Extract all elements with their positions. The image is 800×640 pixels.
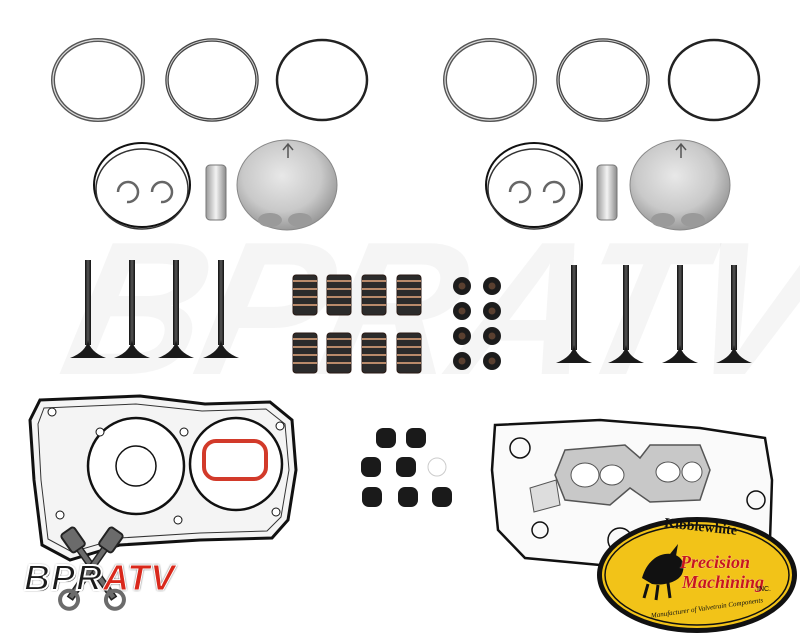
valve-spring	[396, 274, 422, 316]
head-gasket	[28, 394, 298, 562]
valve-seal	[362, 487, 382, 507]
wrist-pin-clip	[508, 180, 532, 204]
wrist-pin	[596, 164, 618, 221]
valve	[716, 265, 752, 363]
valve-seal	[483, 277, 501, 295]
piston-ring-set-left	[51, 38, 369, 122]
small-gasket	[529, 479, 561, 513]
valve-relief	[681, 213, 705, 227]
o-ring	[509, 437, 531, 459]
oil-passage-seal	[202, 439, 268, 481]
piston-ring	[667, 38, 761, 122]
o-ring	[531, 521, 549, 539]
bolt-hole	[179, 427, 189, 437]
valve-spring	[326, 332, 352, 374]
intake-valves-left	[70, 260, 239, 358]
valve	[70, 260, 106, 358]
valve-seal	[483, 327, 501, 345]
valve	[203, 260, 239, 358]
piston-ring	[166, 39, 258, 121]
piston	[236, 139, 338, 231]
logo-text-dark: BPR	[23, 556, 104, 599]
bolt-hole	[55, 510, 65, 520]
valve-spring	[326, 274, 352, 316]
exhaust-port	[570, 462, 600, 488]
valve	[114, 260, 150, 358]
piston-ring	[52, 39, 144, 121]
bolt-hole	[173, 515, 183, 525]
piston-assembly-right	[485, 139, 731, 231]
kibblewhite-badge	[597, 517, 797, 633]
piston-arrow-mark	[282, 142, 294, 158]
badge-machining: Machining	[682, 572, 765, 592]
oil-ring	[93, 142, 191, 228]
wrist-pin-clip	[542, 180, 566, 204]
piston-ring-set-right	[443, 38, 761, 122]
bolt-hole	[271, 507, 281, 517]
oil-ring	[95, 148, 189, 230]
bull-icon	[642, 544, 684, 601]
valve-seal	[427, 457, 447, 477]
cylinder-bore	[86, 416, 186, 516]
valve-spring	[361, 274, 387, 316]
bolt-hole	[95, 427, 105, 437]
valve-spring	[396, 332, 422, 374]
valve-seal	[361, 457, 381, 477]
bolt-hole	[275, 421, 285, 431]
valve-seal	[483, 352, 501, 370]
valve-seal	[398, 487, 418, 507]
bolt-hole	[47, 407, 57, 417]
logo-text-red: ATV	[103, 557, 176, 599]
valve-seal	[453, 277, 471, 295]
valve-relief	[288, 213, 312, 227]
valve-spring	[361, 332, 387, 374]
valve	[608, 265, 644, 363]
valve-seal	[483, 302, 501, 320]
piston-ring	[444, 39, 536, 121]
valve-seal	[396, 457, 416, 477]
piston-ring	[275, 38, 369, 122]
valve-seal	[453, 327, 471, 345]
piston-assembly-left	[93, 139, 338, 231]
valve-relief	[258, 213, 282, 227]
exhaust-port	[655, 461, 681, 483]
valve-stem-seals-top	[453, 277, 501, 370]
valve-seal	[453, 352, 471, 370]
valve-stem-seals-bottom	[361, 428, 452, 507]
wrist-pin-clip	[150, 180, 174, 204]
exhaust-valves-right	[556, 265, 752, 363]
valve-seal	[432, 487, 452, 507]
valve-seal	[406, 428, 426, 448]
exhaust-port	[599, 464, 625, 486]
valve	[662, 265, 698, 363]
valve-spring	[292, 274, 318, 316]
valve-seal	[376, 428, 396, 448]
bpratv-logo-text: BPRATV	[23, 556, 176, 599]
valve-relief	[651, 213, 675, 227]
oil-ring	[487, 148, 581, 230]
wrist-pin	[205, 164, 227, 221]
valve-springs	[292, 274, 422, 374]
o-ring	[746, 490, 766, 510]
oil-ring	[485, 142, 583, 228]
valve	[158, 260, 194, 358]
wrist-pin-clip	[116, 180, 140, 204]
badge-inc: INC.	[757, 586, 771, 593]
crossed-pistons-icon	[58, 526, 126, 611]
piston-ring	[557, 39, 649, 121]
valve-spring	[292, 332, 318, 374]
piston	[629, 139, 731, 231]
valve	[556, 265, 592, 363]
cylinder-bore	[115, 445, 157, 487]
exhaust-port	[681, 461, 703, 483]
exhaust-gasket	[554, 444, 711, 506]
piston-arrow-mark	[675, 142, 687, 158]
valve-seal	[453, 302, 471, 320]
badge-precision: Precision	[680, 552, 750, 572]
